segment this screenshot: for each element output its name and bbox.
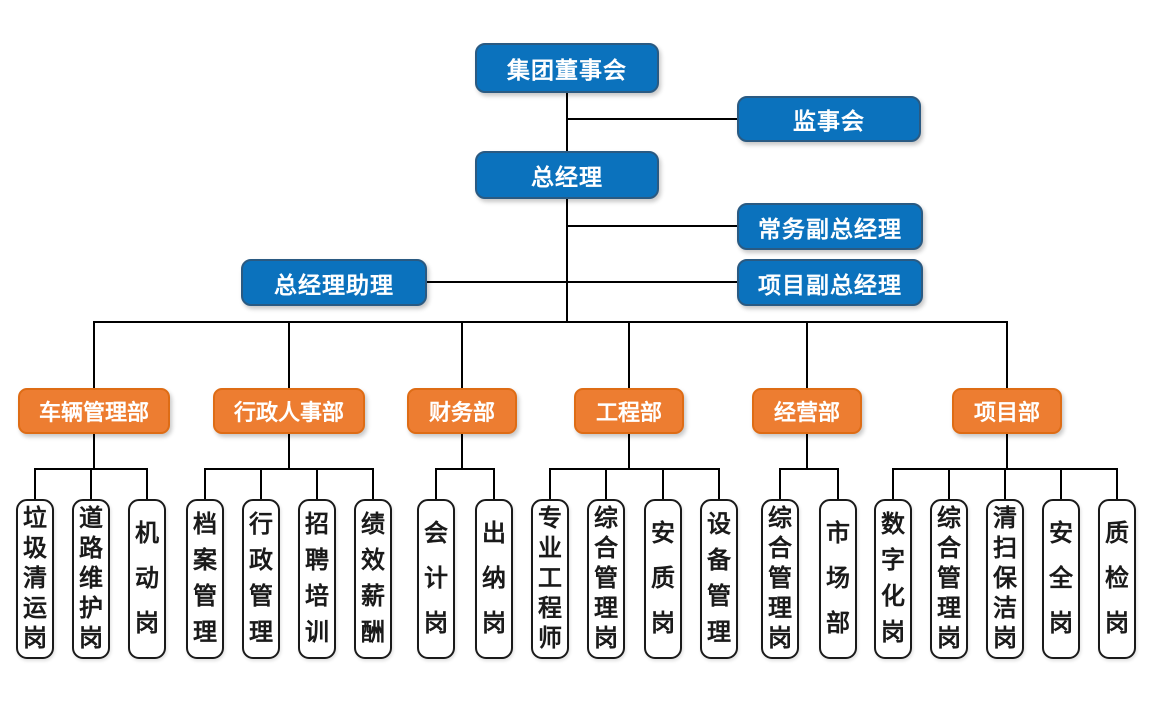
position-box: 综合管理岗 <box>587 499 625 659</box>
position-box: 设备管理 <box>700 499 738 659</box>
node-label: 总经理助理 <box>274 271 394 298</box>
connector-line <box>1116 469 1118 499</box>
connector-line <box>549 468 720 470</box>
connector-line <box>779 469 781 499</box>
connector-line <box>718 469 720 499</box>
connector-line <box>1004 469 1006 499</box>
connector-line <box>837 469 839 499</box>
position-box: 市场部 <box>819 499 857 659</box>
connector-line <box>461 322 463 388</box>
node-general-manager: 总经理 <box>475 151 659 199</box>
dept-admin-hr: 行政人事部 <box>213 388 365 434</box>
connector-line <box>461 434 463 469</box>
node-label: 项目副总经理 <box>758 271 902 298</box>
position-box: 道路维护岗 <box>72 499 110 659</box>
connector-line <box>1006 434 1008 469</box>
dept-label: 工程部 <box>595 400 662 425</box>
connector-line <box>288 322 290 388</box>
node-supervisory-board: 监事会 <box>737 96 921 142</box>
connector-line <box>146 469 148 499</box>
connector-line <box>1060 469 1062 499</box>
position-box: 档案管理 <box>186 499 224 659</box>
position-box: 专业工程师 <box>531 499 569 659</box>
connector-line <box>806 322 808 388</box>
connector-line <box>427 281 737 283</box>
position-box: 行政管理 <box>242 499 280 659</box>
position-box: 出纳岗 <box>475 499 513 659</box>
connector-line <box>93 322 95 388</box>
connector-line <box>567 225 737 227</box>
connector-line <box>1006 322 1008 388</box>
connector-line <box>260 469 262 499</box>
dept-label: 行政人事部 <box>233 400 344 425</box>
node-gm-assistant: 总经理助理 <box>241 259 427 306</box>
connector-line <box>93 321 1008 323</box>
position-box: 垃圾清运岗 <box>16 499 54 659</box>
node-label: 监事会 <box>793 108 865 134</box>
dept-label: 项目部 <box>973 400 1040 425</box>
position-box: 招聘培训 <box>298 499 336 659</box>
node-label: 总经理 <box>531 164 603 190</box>
connector-line <box>628 434 630 469</box>
position-box: 综合管理岗 <box>761 499 799 659</box>
connector-line <box>435 469 437 499</box>
connector-line <box>372 469 374 499</box>
position-box: 数字化岗 <box>874 499 912 659</box>
node-board-of-directors: 集团董事会 <box>475 43 659 93</box>
node-label: 常务副总经理 <box>758 215 902 242</box>
dept-engineering: 工程部 <box>574 388 684 434</box>
connector-line <box>204 469 206 499</box>
connector-line <box>892 469 894 499</box>
node-label: 集团董事会 <box>507 57 627 83</box>
position-box: 清扫保洁岗 <box>986 499 1024 659</box>
connector-line <box>779 468 839 470</box>
connector-line <box>435 468 495 470</box>
dept-label: 车辆管理部 <box>38 400 149 425</box>
node-project-deputy-gm: 项目副总经理 <box>737 259 923 306</box>
connector-line <box>662 469 664 499</box>
dept-vehicle-management: 车辆管理部 <box>18 388 170 434</box>
connector-line <box>567 118 737 120</box>
position-box: 综合管理岗 <box>930 499 968 659</box>
connector-line <box>34 469 36 499</box>
position-box: 质检岗 <box>1098 499 1136 659</box>
connector-line <box>628 322 630 388</box>
connector-line <box>605 469 607 499</box>
position-box: 绩效薪酬 <box>354 499 392 659</box>
position-box: 安质岗 <box>644 499 682 659</box>
dept-finance: 财务部 <box>407 388 517 434</box>
dept-project: 项目部 <box>952 388 1062 434</box>
position-box: 会计岗 <box>417 499 455 659</box>
connector-line <box>566 199 568 323</box>
connector-line <box>288 434 290 469</box>
connector-line <box>93 434 95 469</box>
position-box: 安全岗 <box>1042 499 1080 659</box>
connector-line <box>549 469 551 499</box>
dept-operations: 经营部 <box>752 388 862 434</box>
position-box: 机动岗 <box>128 499 166 659</box>
connector-line <box>948 469 950 499</box>
connector-line <box>493 469 495 499</box>
connector-line <box>806 434 808 469</box>
dept-label: 财务部 <box>428 400 495 425</box>
connector-line <box>90 469 92 499</box>
node-executive-deputy-gm: 常务副总经理 <box>737 203 923 250</box>
dept-label: 经营部 <box>773 400 840 425</box>
connector-line <box>566 93 568 151</box>
connector-line <box>204 468 374 470</box>
connector-line <box>316 469 318 499</box>
